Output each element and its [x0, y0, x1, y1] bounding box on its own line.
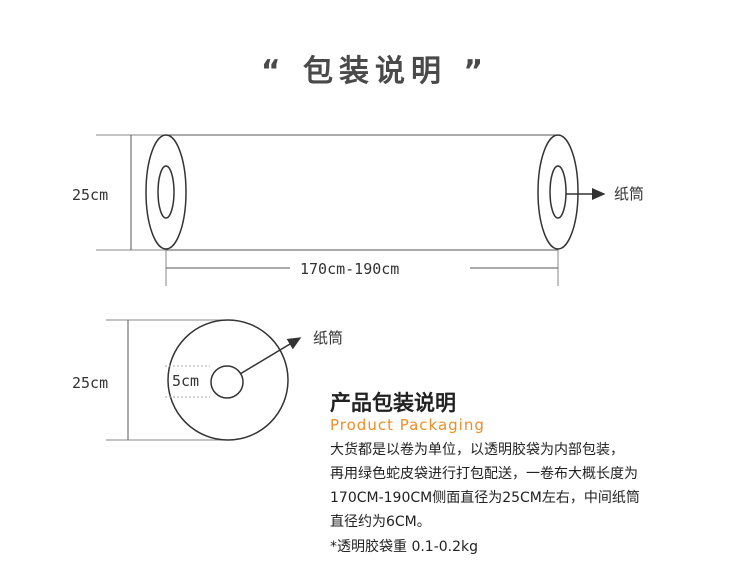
core-label: 纸筒 [313, 329, 343, 347]
roll-side-view: 25cm 170cm-190cm 纸筒 [72, 134, 644, 286]
info-note: *透明胶袋重 0.1-0.2kg [330, 539, 479, 555]
height-label: 25cm [72, 186, 108, 204]
roll-end-view: 25cm 5cm 纸筒 [72, 319, 343, 441]
info-line: 再用绿色蛇皮袋进行打包配送，一卷布大概长度为 [330, 466, 638, 482]
packaging-info: 产品包装说明 Product Packaging 大货都是以卷为单位，以透明胶袋… [330, 390, 740, 573]
length-label: 170cm-190cm [300, 260, 399, 278]
page-title: “ 包装说明 ” [260, 54, 490, 89]
info-line: 直径约为6CM。 [330, 514, 431, 530]
height-label: 25cm [72, 374, 108, 392]
info-line: 170CM-190CM侧面直径为25CM左右，中间纸筒 [330, 490, 640, 506]
info-heading: 产品包装说明 [330, 391, 456, 415]
core-label: 纸筒 [614, 185, 644, 203]
info-subheading: Product Packaging [330, 416, 485, 434]
core-diameter-label: 5cm [172, 372, 199, 390]
roll-right-core [549, 165, 567, 219]
arrow-icon [239, 337, 302, 375]
roll-left-core [157, 165, 175, 219]
info-line: 大货都是以卷为单位，以透明胶袋为内部包装， [330, 442, 624, 458]
roll-core-circle [210, 365, 244, 399]
